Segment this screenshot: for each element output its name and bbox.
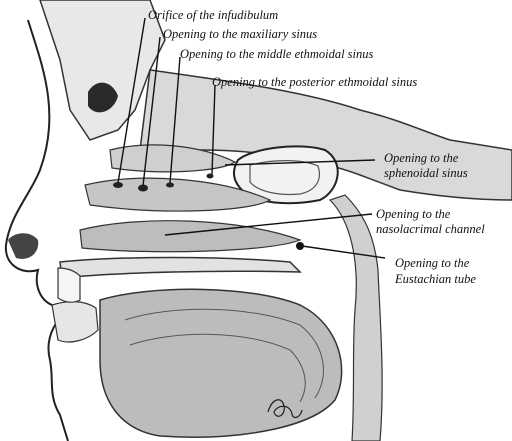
nostril [8, 233, 39, 259]
label-middle-ethmoidal: Opening to the middle ethmoidal sinus [180, 47, 374, 61]
label-sphenoidal-line2: sphenoidal sinus [384, 166, 468, 180]
hard-palate [59, 256, 302, 279]
artist-signature [267, 399, 303, 419]
label-sphenoidal-line1: Opening to the [384, 151, 459, 165]
inferior-concha [79, 220, 302, 253]
label-eustachian-line1: Opening to the [395, 256, 470, 270]
label-eustachian-line2: Eustachian tube [395, 272, 476, 286]
leader-lines [117, 17, 386, 259]
label-nasolacrimal-line1: Opening to the [376, 207, 451, 221]
label-maxillary: Opening to the maxiliary sinus [163, 27, 318, 41]
tongue [99, 288, 343, 438]
label-posterior-ethmoidal: Opening to the posterior ethmoidal sinus [212, 75, 418, 89]
label-nasolacrimal-line2: nasolacrimal channel [376, 222, 485, 236]
upper-teeth [57, 267, 81, 303]
lower-lip [51, 301, 99, 343]
label-infundibulum: Orifice of the infudibulum [148, 8, 279, 22]
face-profile [4, 19, 69, 441]
frontal-sinus [88, 82, 118, 113]
frontal-bone [39, 0, 166, 141]
